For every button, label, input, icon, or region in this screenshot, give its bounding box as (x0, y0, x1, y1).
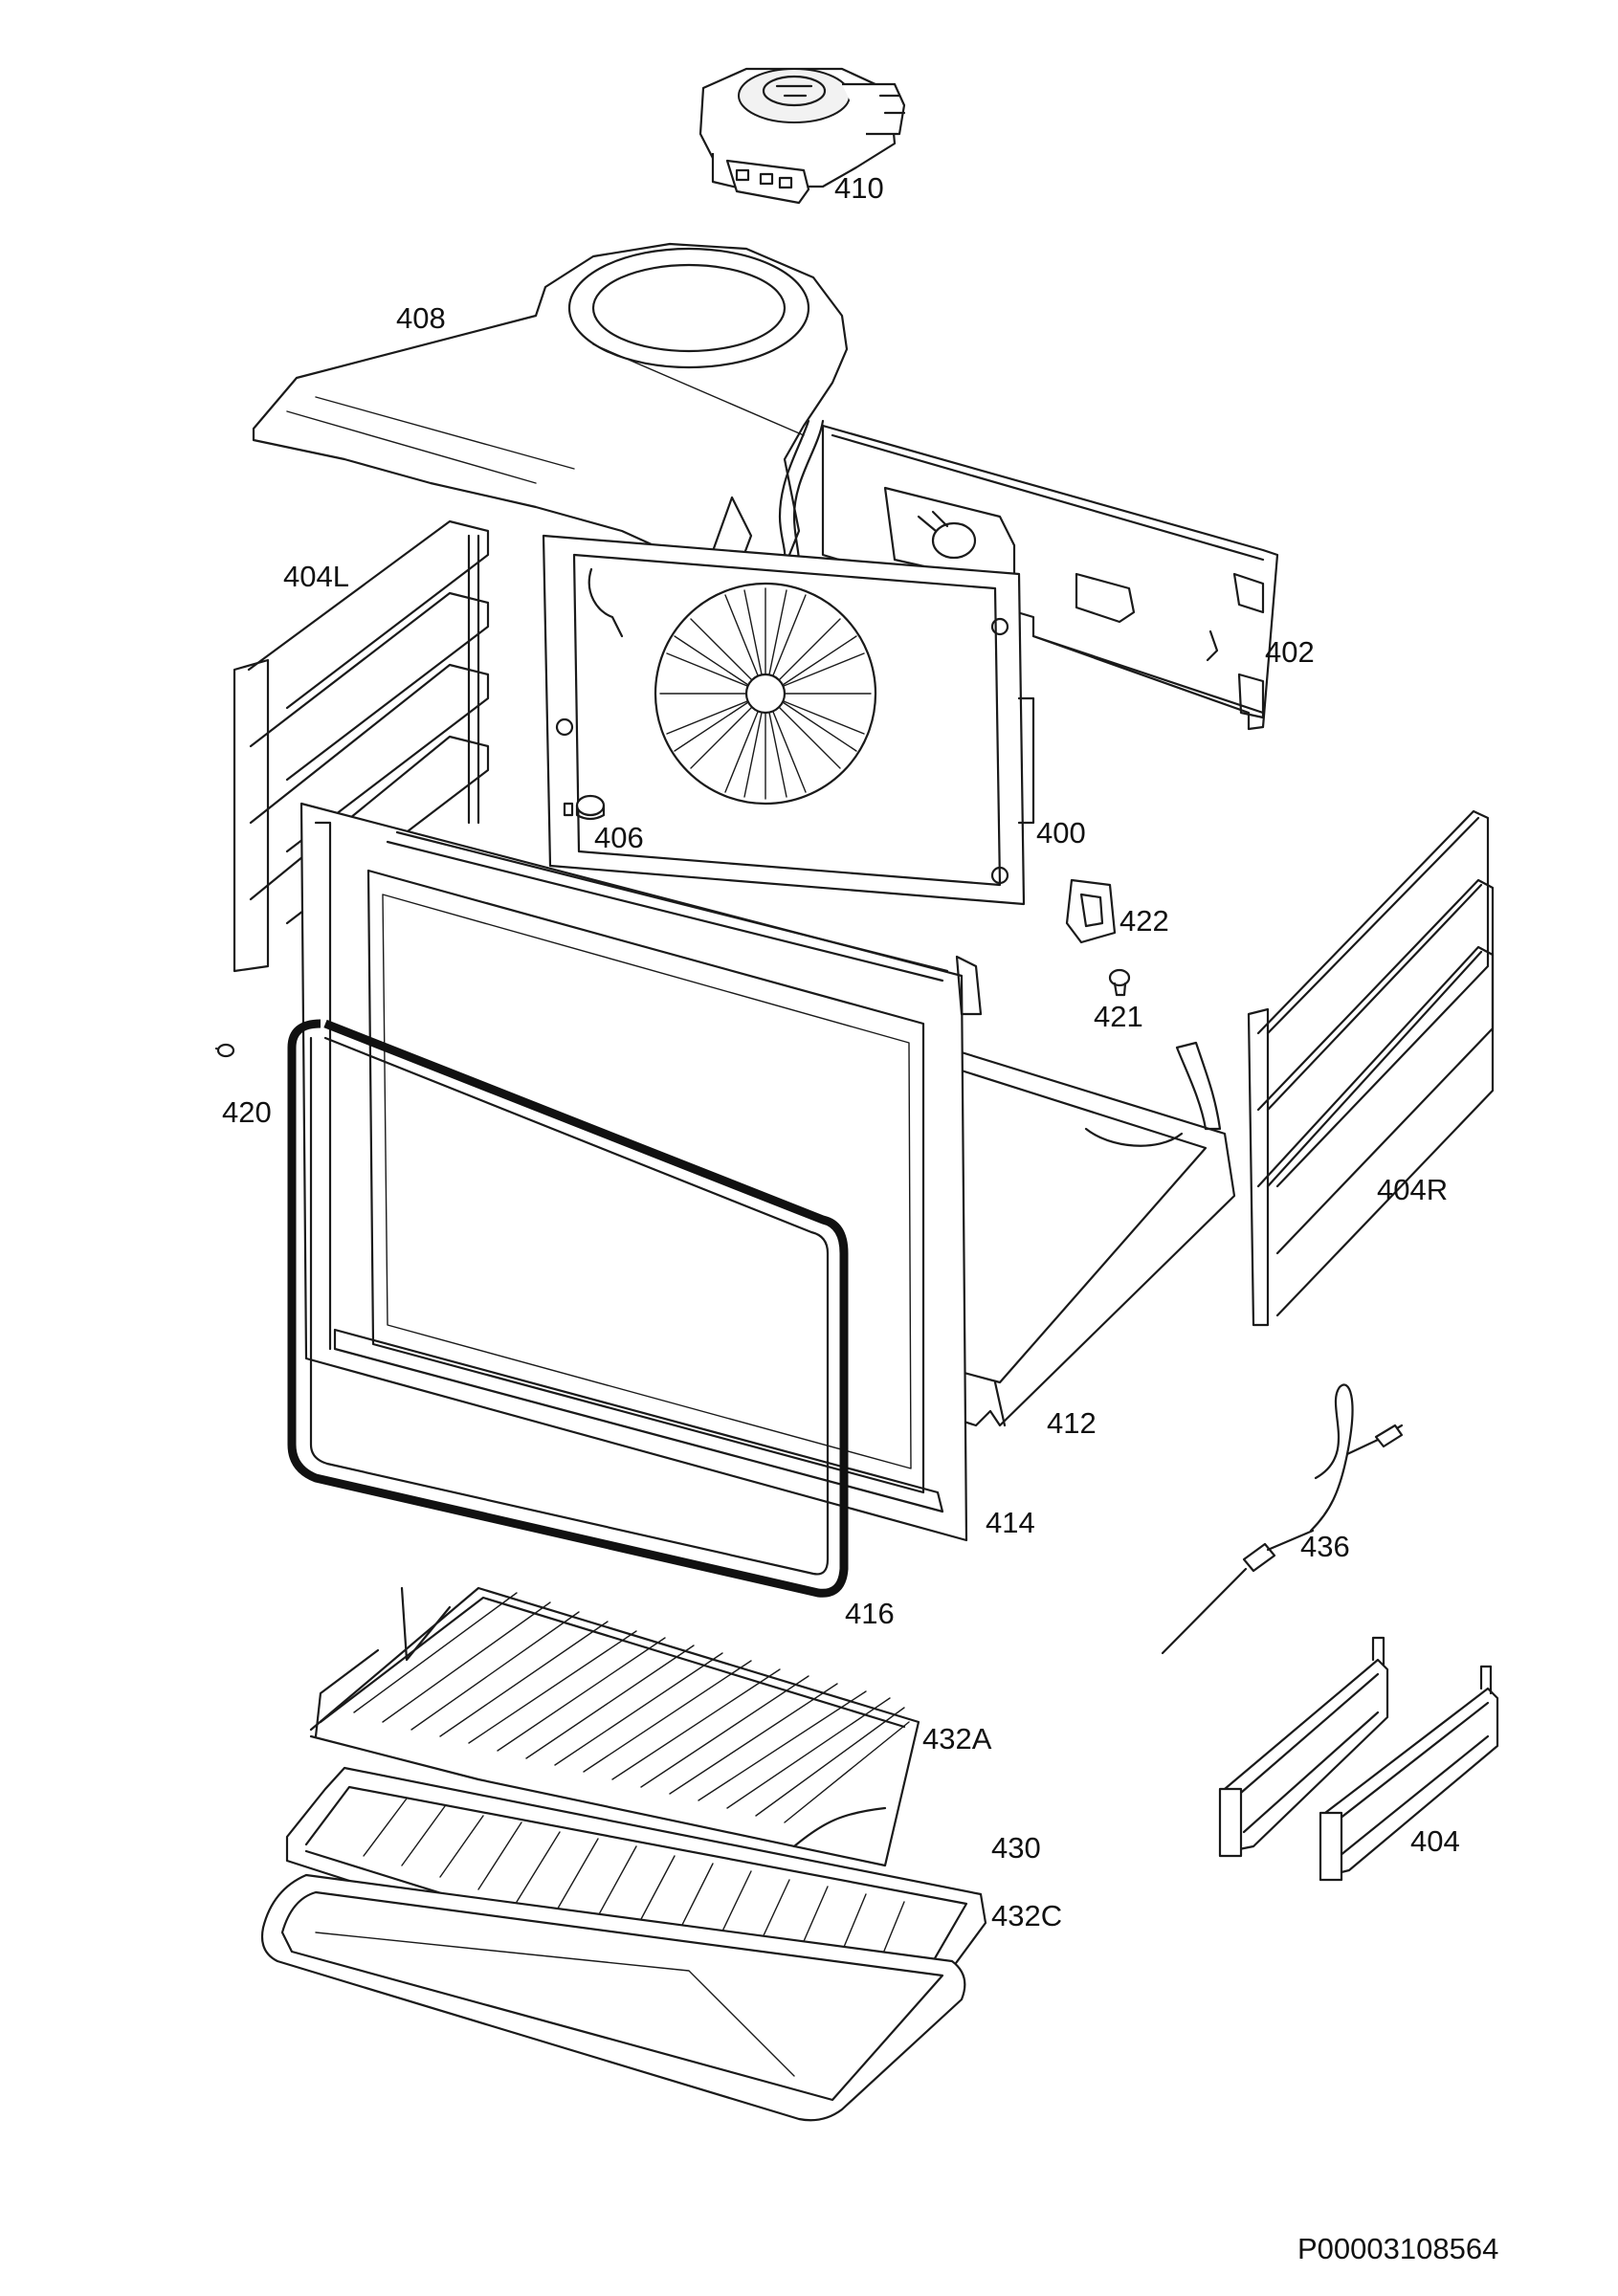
part-436-meat-probe (1161, 1383, 1404, 1655)
label-410: 410 (834, 171, 884, 205)
part-420-screw (214, 1043, 235, 1058)
label-404L: 404L (283, 560, 349, 593)
label-408: 408 (396, 301, 446, 335)
label-422: 422 (1119, 904, 1169, 938)
part-432C-baking-tray (260, 1873, 966, 2122)
part-432A-wire-shelf (309, 1586, 920, 1867)
label-404: 404 (1410, 1824, 1460, 1858)
part-406-lamp (563, 794, 606, 821)
label-416: 416 (845, 1597, 895, 1630)
part-422-lamp-holder (1065, 878, 1117, 944)
label-402: 402 (1265, 635, 1315, 669)
part-404-telescopic-runners (1218, 1636, 1499, 1882)
part-404R-right-rack (1247, 809, 1495, 1327)
label-412: 412 (1047, 1406, 1097, 1440)
label-400: 400 (1036, 816, 1086, 850)
label-404R: 404R (1377, 1173, 1448, 1206)
label-414: 414 (986, 1506, 1035, 1539)
part-400-fan-cavity (542, 534, 1035, 906)
label-406: 406 (594, 821, 644, 854)
part-labels: 410 408 404L 402 406 400 422 421 420 404… (222, 171, 1460, 1932)
label-432C: 432C (991, 1899, 1062, 1932)
part-404L-left-rack (233, 519, 490, 973)
part-416-door-seal (287, 1019, 849, 1598)
document-code: P00003108564 (1297, 2232, 1498, 2265)
part-414-front-frame (299, 802, 983, 1542)
part-408-cover (252, 242, 849, 605)
label-430: 430 (991, 1831, 1041, 1865)
part-421-screw (1108, 968, 1131, 997)
label-421: 421 (1094, 1000, 1143, 1033)
label-420: 420 (222, 1095, 272, 1129)
part-402-back-panel (821, 424, 1279, 731)
label-436: 436 (1300, 1530, 1350, 1563)
label-432A: 432A (922, 1722, 992, 1755)
part-410-fan-motor (698, 67, 906, 205)
